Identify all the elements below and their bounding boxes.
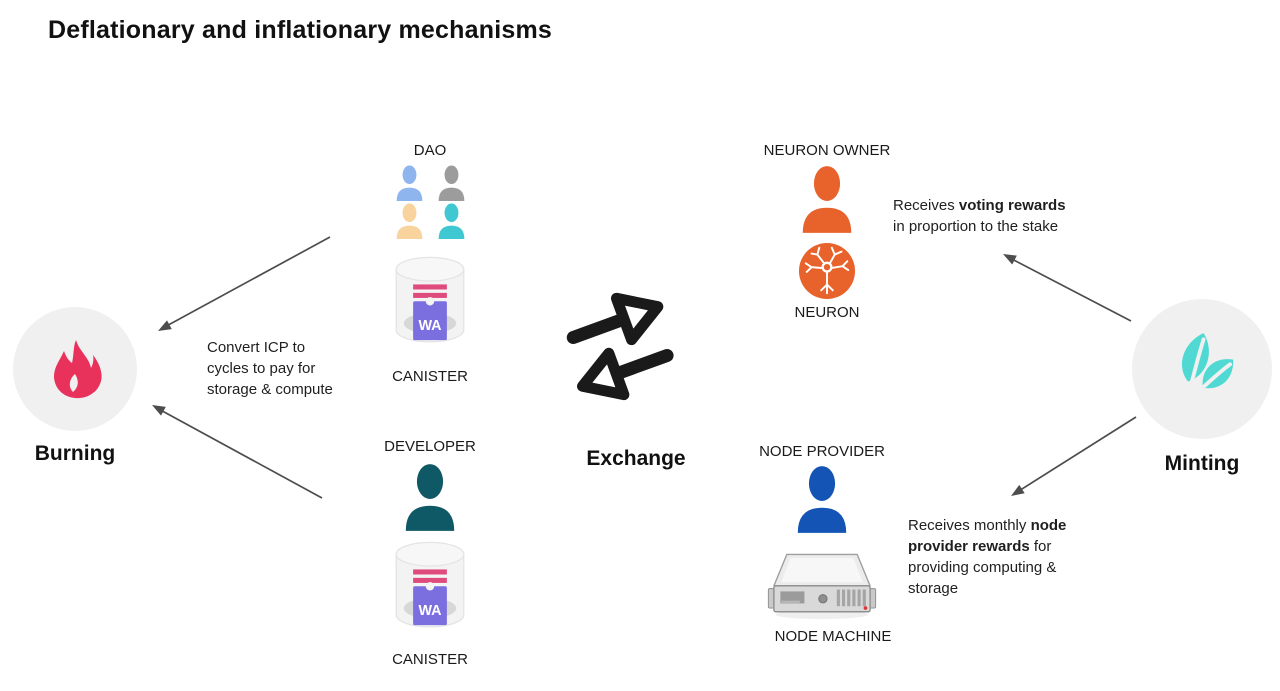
canister-top-badge-text: WA: [418, 318, 441, 334]
canister-bottom-badge-text: WA: [418, 603, 441, 619]
node-provider-label: NODE PROVIDER: [759, 443, 885, 460]
flame-icon: [54, 340, 102, 399]
leaf-icon: [1181, 333, 1234, 406]
neuron-label: NEURON: [794, 304, 860, 321]
arrow-dao-to-burning: [158, 236, 331, 331]
developer-label: DEVELOPER: [384, 438, 476, 455]
burning-circle: [13, 307, 137, 431]
dao-person-blue-icon: [396, 165, 423, 201]
node-provider-person-icon: [797, 466, 847, 533]
dao-label: DAO: [413, 142, 447, 159]
minting-label: Minting: [1164, 452, 1240, 475]
neuron-owner-label: NEURON OWNER: [763, 142, 891, 159]
canister-top-icon: WA: [395, 256, 465, 343]
page-title: Deflationary and inflationary mechanisms: [48, 16, 552, 44]
dao-person-gray-icon: [438, 165, 465, 201]
voting-rewards-note: Receives voting rewards in proportion to…: [893, 197, 1066, 235]
dao-person-peach-icon: [396, 203, 423, 239]
exchange-icon: [566, 292, 674, 401]
canister-bottom-icon: WA: [395, 541, 465, 628]
canister-bottom-label: CANISTER: [392, 651, 468, 668]
burning-label: Burning: [34, 442, 116, 465]
arrow-developer-to-burning: [152, 405, 323, 499]
dao-person-cyan-icon: [438, 203, 465, 239]
dao-people-group: [392, 165, 469, 239]
node-machine-icon: [767, 553, 877, 620]
exchange-label: Exchange: [586, 447, 686, 470]
canister-top-label: CANISTER: [392, 368, 468, 385]
node-rewards-note: Receives monthly node provider rewards f…: [908, 517, 1067, 597]
node-machine-label: NODE MACHINE: [774, 628, 892, 645]
minting-circle: [1132, 299, 1272, 439]
developer-person-icon: [405, 464, 455, 531]
arrow-minting-to-node-provider: [1011, 416, 1137, 496]
convert-note: Convert ICP to cycles to pay for storage…: [207, 339, 333, 398]
neuron-icon: [798, 242, 856, 300]
arrow-minting-to-neuron-owner: [1003, 254, 1132, 322]
neuron-owner-person-icon: [802, 166, 852, 233]
